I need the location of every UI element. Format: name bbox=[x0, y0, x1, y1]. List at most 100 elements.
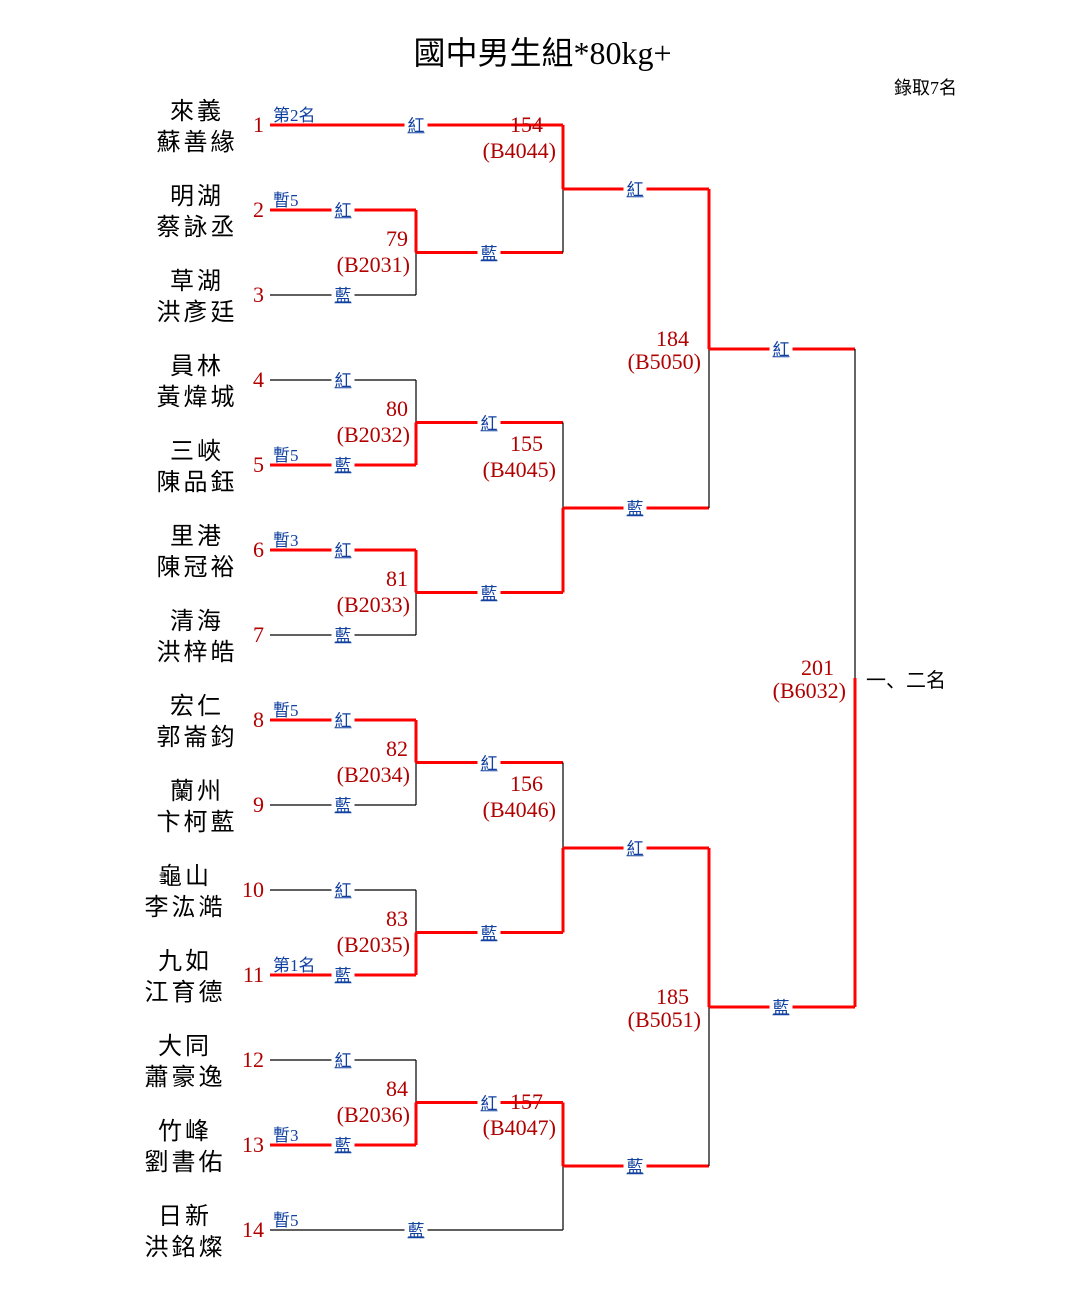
match-number: 79 bbox=[386, 225, 408, 251]
player-result-note: 暫5 bbox=[273, 701, 299, 720]
player-name: 郭崙鈞 bbox=[156, 725, 238, 751]
player-seed: 6 bbox=[253, 537, 264, 562]
corner-label-blue: 藍 bbox=[477, 238, 501, 264]
player-result-note: 暫5 bbox=[273, 191, 299, 210]
corner-label-red: 紅 bbox=[477, 748, 501, 774]
match-number: 80 bbox=[386, 395, 408, 421]
player-name: 江育德 bbox=[144, 980, 226, 1006]
player-name: 洪梓皓 bbox=[156, 640, 238, 666]
player-result-note: 暫3 bbox=[273, 531, 299, 550]
corner-label-red: 紅 bbox=[477, 408, 501, 434]
player-seed: 14 bbox=[242, 1217, 264, 1242]
player-name: 李汯澔 bbox=[144, 895, 226, 921]
match-number: 157 bbox=[510, 1089, 543, 1114]
corner-label-red: 紅 bbox=[623, 175, 647, 201]
player-seed: 2 bbox=[253, 197, 264, 222]
corner-label-red: 紅 bbox=[331, 536, 355, 562]
player-seed: 3 bbox=[253, 282, 264, 307]
match-code: (B4047) bbox=[482, 1115, 556, 1140]
corner-label-red: 紅 bbox=[769, 335, 793, 361]
match-code: (B2031) bbox=[336, 251, 410, 277]
corner-label-red: 紅 bbox=[331, 706, 355, 732]
match-number: 201 bbox=[801, 655, 834, 680]
player-team: 來義 bbox=[170, 99, 224, 125]
corner-label-blue: 藍 bbox=[623, 494, 647, 520]
player-seed: 13 bbox=[242, 1132, 264, 1157]
match-number: 154 bbox=[510, 112, 543, 137]
player-team: 草湖 bbox=[170, 269, 224, 295]
corner-label-blue: 藍 bbox=[404, 1216, 428, 1242]
player-name: 洪銘燦 bbox=[144, 1235, 226, 1261]
match-code: (B4046) bbox=[482, 797, 556, 822]
final-placement-label: 一、二名 bbox=[866, 670, 946, 692]
corner-label-red: 紅 bbox=[331, 876, 355, 902]
corner-label-blue: 藍 bbox=[331, 281, 355, 307]
match-number: 83 bbox=[386, 905, 408, 931]
player-result-note: 第2名 bbox=[273, 106, 316, 125]
player-team: 員林 bbox=[170, 354, 224, 380]
player-team: 日新 bbox=[158, 1204, 212, 1230]
player-team: 大同 bbox=[158, 1034, 212, 1060]
player-name: 卞柯藍 bbox=[156, 810, 238, 836]
player-team: 竹峰 bbox=[158, 1119, 212, 1145]
match-code: (B4044) bbox=[482, 138, 556, 163]
player-result-note: 第1名 bbox=[273, 956, 316, 975]
player-seed: 7 bbox=[253, 622, 264, 647]
page-title: 國中男生組*80kg+ bbox=[413, 35, 672, 71]
player-seed: 4 bbox=[253, 367, 264, 392]
player-seed: 9 bbox=[253, 792, 264, 817]
player-result-note: 暫5 bbox=[273, 446, 299, 465]
player-name: 陳品鈺 bbox=[156, 470, 238, 496]
match-number: 84 bbox=[386, 1075, 408, 1101]
corner-label-red: 紅 bbox=[331, 366, 355, 392]
corner-label-blue: 藍 bbox=[331, 1131, 355, 1157]
player-name: 黃煒城 bbox=[156, 385, 238, 411]
player-team: 蘭州 bbox=[170, 779, 224, 805]
match-code: (B2035) bbox=[336, 931, 410, 957]
match-code: (B2036) bbox=[336, 1101, 410, 1127]
match-number: 184 bbox=[656, 326, 689, 351]
player-team: 宏仁 bbox=[170, 694, 224, 720]
player-seed: 1 bbox=[253, 112, 264, 137]
player-team: 九如 bbox=[158, 949, 212, 975]
player-name: 蔡詠丞 bbox=[156, 215, 238, 241]
match-code: (B5050) bbox=[627, 349, 701, 374]
match-number: 155 bbox=[510, 431, 543, 456]
player-name: 劉書佑 bbox=[144, 1150, 226, 1176]
corner-label-red: 紅 bbox=[623, 834, 647, 860]
match-number: 185 bbox=[656, 984, 689, 1009]
corner-label-red: 紅 bbox=[477, 1088, 501, 1114]
player-team: 明湖 bbox=[170, 184, 224, 210]
match-code: (B4045) bbox=[482, 457, 556, 482]
corner-label-red: 紅 bbox=[331, 1046, 355, 1072]
match-number: 81 bbox=[386, 565, 408, 591]
match-number: 82 bbox=[386, 735, 408, 761]
corner-label-blue: 藍 bbox=[331, 621, 355, 647]
corner-label-blue: 藍 bbox=[331, 451, 355, 477]
player-seed: 12 bbox=[242, 1047, 264, 1072]
match-code: (B2033) bbox=[336, 591, 410, 617]
player-seed: 8 bbox=[253, 707, 264, 732]
match-code: (B5051) bbox=[627, 1007, 701, 1032]
corner-label-blue: 藍 bbox=[623, 1152, 647, 1178]
corner-label-blue: 藍 bbox=[331, 791, 355, 817]
corner-label-red: 紅 bbox=[331, 196, 355, 222]
corner-label-red: 紅 bbox=[404, 111, 428, 137]
player-result-note: 暫3 bbox=[273, 1126, 299, 1145]
match-code: (B2032) bbox=[336, 421, 410, 447]
quota-label: 錄取7名 bbox=[894, 78, 957, 98]
corner-label-blue: 藍 bbox=[477, 918, 501, 944]
player-name: 蘇善緣 bbox=[156, 130, 238, 156]
match-code: (B2034) bbox=[336, 761, 410, 787]
player-team: 清海 bbox=[170, 609, 224, 635]
player-team: 里港 bbox=[170, 524, 224, 550]
match-number: 156 bbox=[510, 771, 543, 796]
player-team: 龜山 bbox=[158, 864, 212, 890]
corner-label-blue: 藍 bbox=[477, 578, 501, 604]
corner-label-blue: 藍 bbox=[331, 961, 355, 987]
match-code: (B6032) bbox=[772, 678, 846, 703]
player-name: 蕭豪逸 bbox=[144, 1065, 226, 1091]
player-seed: 5 bbox=[253, 452, 264, 477]
corner-label-blue: 藍 bbox=[769, 993, 793, 1019]
player-team: 三峽 bbox=[170, 439, 224, 465]
